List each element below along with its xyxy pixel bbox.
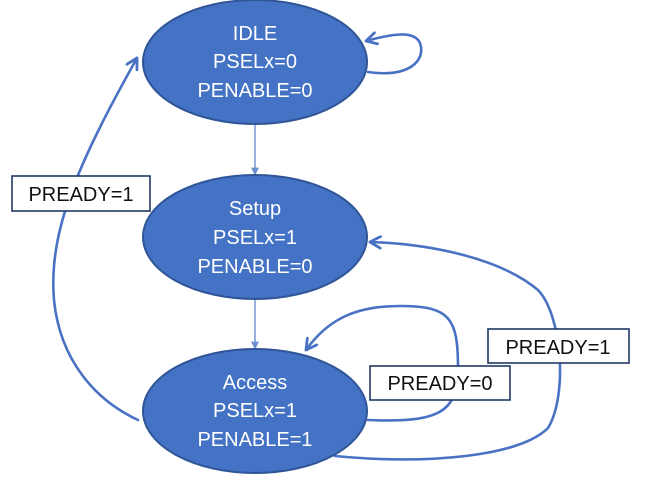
transition-access-self [306, 304, 460, 422]
state-access: Access PSELx=1 PENABLE=1 [142, 348, 368, 474]
state-idle-line-1: IDLE [233, 23, 277, 45]
transition-access-to-setup [333, 242, 562, 461]
label-text: PREADY=1 [505, 337, 610, 359]
state-access-line-3: PENABLE=1 [197, 429, 312, 451]
state-setup-line-2: PSELx=1 [213, 227, 297, 249]
state-idle: IDLE PSELx=0 PENABLE=0 [142, 0, 368, 125]
label-box [487, 328, 630, 364]
state-setup-line-1: Setup [229, 198, 281, 220]
state-setup-shape [142, 174, 368, 300]
state-setup: Setup PSELx=1 PENABLE=0 [142, 174, 368, 300]
state-setup-line-3: PENABLE=0 [197, 256, 312, 278]
label-pready-1-left: PREADY=1 [11, 175, 151, 212]
transition-access-to-idle [52, 58, 140, 422]
state-access-line-2: PSELx=1 [213, 400, 297, 422]
state-access-line-1: Access [223, 372, 287, 394]
state-access-shape [142, 348, 368, 474]
label-pready-1-right: PREADY=1 [487, 328, 630, 364]
label-box [11, 175, 151, 212]
state-idle-line-2: PSELx=0 [213, 51, 297, 73]
label-text: PREADY=1 [28, 184, 133, 206]
state-idle-shape [142, 0, 368, 125]
label-pready-0: PREADY=0 [369, 365, 511, 401]
label-box [369, 365, 511, 401]
label-text: PREADY=0 [387, 373, 492, 395]
transition-idle-self [366, 34, 423, 75]
state-idle-line-3: PENABLE=0 [197, 80, 312, 102]
